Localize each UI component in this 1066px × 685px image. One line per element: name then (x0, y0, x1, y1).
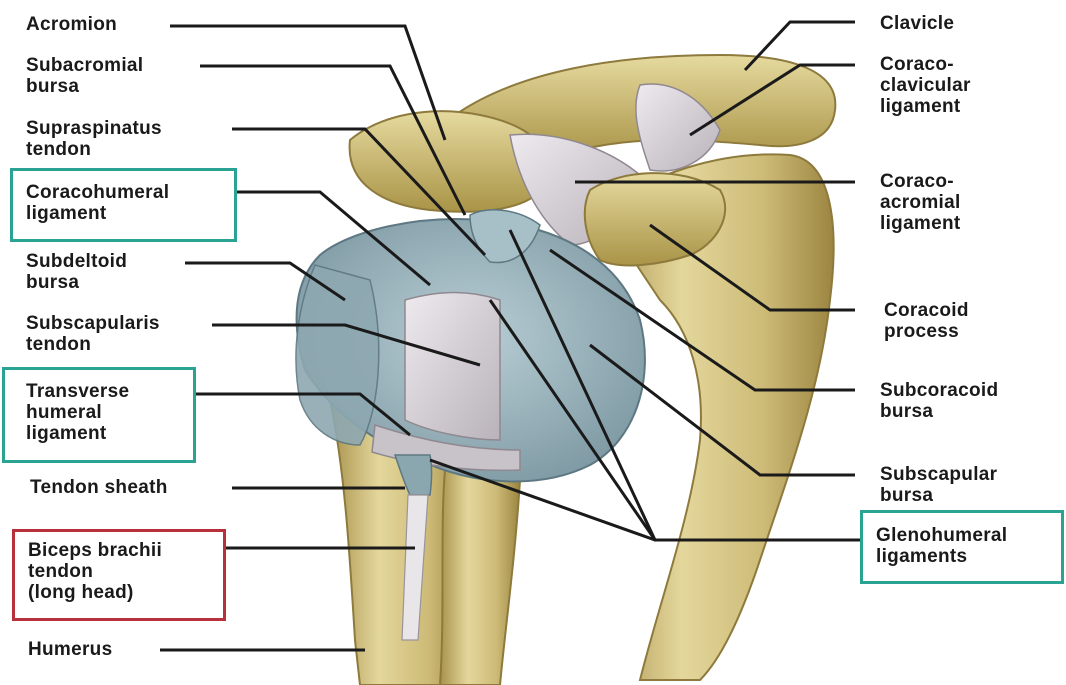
label-coracoid-process: Coracoid process (884, 300, 969, 342)
label-acromion: Acromion (26, 14, 117, 35)
humerus-right-shaft-shape (440, 463, 520, 685)
label-supraspinatus-tendon: Supraspinatus tendon (26, 118, 162, 160)
label-biceps-brachii-tendon: Biceps brachii tendon (long head) (28, 540, 162, 603)
label-coracohumeral-ligament: Coracohumeral ligament (26, 182, 169, 224)
label-glenohumeral-ligaments: Glenohumeral ligaments (876, 525, 1007, 567)
label-subdeltoid-bursa: Subdeltoid bursa (26, 251, 127, 293)
label-coracoacromial-ligament: Coraco- acromial ligament (880, 171, 961, 234)
subdeltoid-bursa-shape (296, 265, 379, 445)
label-tendon-sheath: Tendon sheath (30, 477, 168, 498)
label-transverse-humeral-ligament: Transverse humeral ligament (26, 381, 129, 444)
subscapularis-tendon-shape (405, 293, 500, 441)
label-subscapularis-tendon: Subscapularis tendon (26, 313, 160, 355)
label-humerus: Humerus (28, 639, 112, 660)
label-subscapular-bursa: Subscapular bursa (880, 464, 997, 506)
label-coracoclavicular-ligament: Coraco- clavicular ligament (880, 54, 971, 117)
label-clavicle: Clavicle (880, 13, 954, 34)
label-subacromial-bursa: Subacromial bursa (26, 55, 143, 97)
label-subcoracoid-bursa: Subcoracoid bursa (880, 380, 998, 422)
